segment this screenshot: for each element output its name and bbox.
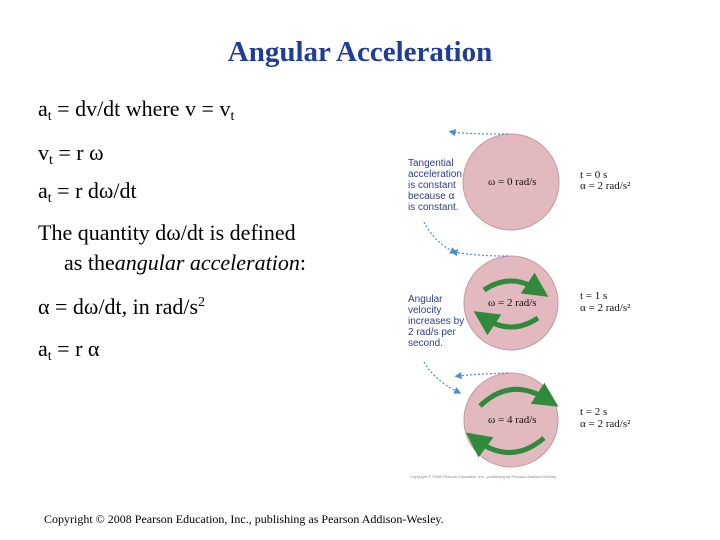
equation-line-alpha: α = dω/dt, in rad/s2	[38, 294, 205, 320]
omega-label-2: ω = 2 rad/s	[488, 297, 537, 309]
definition-line-1: The quantity dω/dt is defined	[38, 220, 296, 245]
equation-text: = r dω/dt	[51, 178, 137, 203]
equation-text: = r ω	[52, 140, 104, 165]
equation-line-3: at = r dω/dt	[38, 178, 137, 207]
tangential-arrow-1	[448, 129, 509, 137]
equation-line-2: vt = r ω	[38, 140, 104, 169]
disk-diagram	[423, 129, 560, 468]
subscript-t: t	[47, 191, 52, 206]
equation-text: = dv/dt where v = v	[51, 96, 231, 121]
time-label-1: t = 0 s	[580, 169, 608, 181]
rotating-disk-figure: Tangential acceleration is constant beca…	[404, 122, 650, 482]
equation-line-tangential: at = r α	[38, 336, 99, 365]
alpha-label-3: α = 2 rad/s²	[580, 418, 631, 430]
tangential-arrow-2	[450, 249, 509, 257]
figure-credit: Copyright © 2008 Pearson Education, Inc.…	[410, 474, 557, 479]
equation-line-1: at = dv/dt where v = vt	[38, 96, 234, 125]
dotted-connector-2	[423, 361, 462, 394]
symbol-a: a	[38, 336, 48, 361]
symbol-a: a	[38, 178, 48, 203]
symbol-a: a	[38, 96, 48, 121]
rotation-arrow-2a	[482, 272, 549, 297]
copyright-footer: Copyright © 2008 Pearson Education, Inc.…	[44, 512, 444, 526]
dotted-connector-1	[423, 221, 458, 254]
subscript-t: t	[47, 349, 52, 364]
omega-label-1: ω = 0 rad/s	[488, 176, 537, 188]
omega-label-3: ω = 4 rad/s	[488, 414, 537, 426]
definition-line-2: as the angular acceleration:	[38, 250, 306, 276]
symbol-v: v	[38, 140, 49, 165]
definition-prefix: as the	[64, 250, 115, 275]
subscript-t: t	[49, 153, 53, 168]
rotation-arrow-2b	[473, 311, 540, 336]
subscript-t: t	[47, 109, 52, 124]
subscript-t: t	[230, 109, 235, 124]
rotation-arrow-3b	[465, 432, 546, 458]
definition-term: angular acceleration	[114, 250, 300, 275]
alpha-label-1: α = 2 rad/s²	[580, 180, 631, 192]
equation-text: = r α	[51, 336, 100, 361]
tangential-arrow-3	[454, 372, 509, 380]
superscript-2: 2	[198, 295, 206, 310]
time-label-3: t = 2 s	[580, 406, 608, 418]
disk-1	[462, 133, 560, 231]
definition-suffix: :	[299, 250, 306, 275]
caption-angular-velocity: Angular velocity increases by 2 rad/s pe…	[408, 294, 465, 349]
slide-title: Angular Acceleration	[227, 36, 493, 68]
caption-tangential: Tangential acceleration is constant beca…	[408, 158, 462, 213]
alpha-label-2: α = 2 rad/s²	[580, 302, 631, 314]
equation-text: α = dω/dt, in rad/s	[38, 294, 199, 319]
time-label-2: t = 1 s	[580, 290, 608, 302]
rotation-arrow-3a	[478, 382, 559, 408]
